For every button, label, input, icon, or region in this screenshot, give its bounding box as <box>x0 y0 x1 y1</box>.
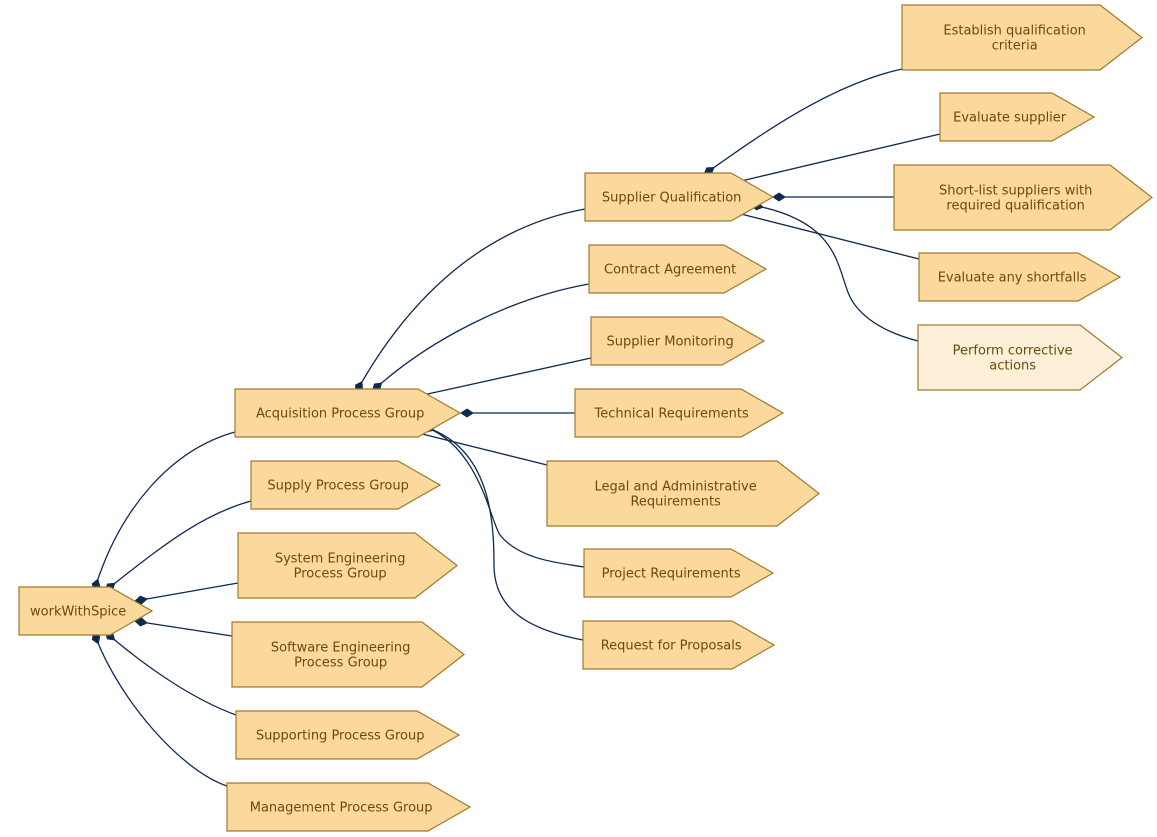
composition-diamond-acquisition-techreq <box>460 408 474 418</box>
node-shape-management <box>226 782 472 832</box>
edge-acquisition-to-projreq <box>427 427 585 568</box>
node-shape-corrective <box>917 324 1123 391</box>
node-shape-establish <box>901 4 1143 71</box>
edge-supqual-to-shortfalls <box>736 212 920 260</box>
node-label-contract-line-0: Contract Agreement <box>604 263 736 278</box>
node-shape-projreq <box>583 548 775 598</box>
node-shape-syseng <box>237 532 458 599</box>
node-label-shortlist-line-1: required qualification <box>946 199 1085 214</box>
node-rfp[interactable]: Request for Proposals <box>582 620 776 670</box>
node-label-supporting-line-0: Supporting Process Group <box>256 729 425 744</box>
edge-workWithSpice-to-supporting <box>109 635 237 716</box>
edge-supqual-to-establish <box>708 68 903 172</box>
node-label-projreq-line-0: Project Requirements <box>602 567 741 582</box>
node-shape-supqual <box>584 172 775 222</box>
edge-workWithSpice-to-supply <box>109 500 252 588</box>
node-label-corrective-line-0: Perform corrective <box>953 344 1073 359</box>
node-shape-supmon <box>590 316 766 366</box>
node-label-supqual-line-0: Supplier Qualification <box>602 191 742 206</box>
node-label-sweng-line-0: Software Engineering <box>271 641 410 656</box>
node-label-techreq-line-0: Technical Requirements <box>594 407 749 422</box>
node-acquisition[interactable]: Acquisition Process Group <box>234 388 462 438</box>
node-shape-legal <box>546 460 820 527</box>
node-label-syseng-line-0: System Engineering <box>275 552 406 567</box>
node-shape-contract <box>588 244 768 294</box>
node-shape-rfp <box>582 620 776 670</box>
edge-workWithSpice-to-management <box>95 637 228 787</box>
node-label-acquisition-line-0: Acquisition Process Group <box>256 407 424 422</box>
node-label-workWithSpice-line-0: workWithSpice <box>30 605 126 620</box>
node-shape-shortlist <box>893 164 1153 231</box>
node-contract[interactable]: Contract Agreement <box>588 244 768 294</box>
node-shape-sweng <box>231 621 465 688</box>
node-label-syseng-line-1: Process Group <box>294 567 387 582</box>
edge-supqual-to-evalsup <box>736 133 941 183</box>
edge-workWithSpice-to-sweng <box>140 621 233 637</box>
node-label-legal-line-1: Requirements <box>630 495 721 510</box>
edge-acquisition-to-supmon <box>413 357 592 398</box>
node-label-legal-line-0: Legal and Administrative <box>595 480 757 495</box>
node-label-shortfalls-line-0: Evaluate any shortfalls <box>938 271 1087 286</box>
edge-acquisition-to-legal <box>409 430 548 466</box>
node-shape-shortfalls <box>918 252 1122 302</box>
node-supqual[interactable]: Supplier Qualification <box>584 172 775 222</box>
node-shape-supply <box>250 460 442 510</box>
node-supporting[interactable]: Supporting Process Group <box>235 710 461 760</box>
node-techreq[interactable]: Technical Requirements <box>574 388 785 438</box>
node-shape-workWithSpice <box>18 586 154 636</box>
composition-diamond-supqual-shortlist <box>772 192 786 202</box>
node-label-evalsup-line-0: Evaluate supplier <box>953 111 1067 126</box>
edge-acquisition-to-supqual <box>358 208 586 388</box>
node-workWithSpice[interactable]: workWithSpice <box>18 586 154 636</box>
node-shape-acquisition <box>234 388 462 438</box>
node-label-management-line-0: Management Process Group <box>250 801 433 816</box>
node-supmon[interactable]: Supplier Monitoring <box>590 316 766 366</box>
node-shortfalls[interactable]: Evaluate any shortfalls <box>918 252 1122 302</box>
edge-acquisition-to-rfp <box>427 427 584 641</box>
node-label-corrective-line-1: actions <box>989 359 1036 374</box>
node-label-establish-line-1: criteria <box>992 39 1038 54</box>
node-shape-evalsup <box>939 92 1096 142</box>
node-label-supmon-line-0: Supplier Monitoring <box>607 335 734 350</box>
node-label-supply-line-0: Supply Process Group <box>267 479 408 494</box>
node-evalsup[interactable]: Evaluate supplier <box>939 92 1096 142</box>
node-label-establish-line-0: Establish qualification <box>943 24 1086 39</box>
node-projreq[interactable]: Project Requirements <box>583 548 775 598</box>
node-label-sweng-line-1: Process Group <box>294 656 387 671</box>
node-supply[interactable]: Supply Process Group <box>250 460 442 510</box>
edge-acquisition-to-contract <box>376 283 590 388</box>
node-shape-techreq <box>574 388 785 438</box>
node-label-shortlist-line-0: Short-list suppliers with <box>939 184 1092 199</box>
edges-layer <box>91 68 941 787</box>
edge-workWithSpice-to-syseng <box>140 582 239 601</box>
node-shape-supporting <box>235 710 461 760</box>
node-management[interactable]: Management Process Group <box>226 782 472 832</box>
node-label-rfp-line-0: Request for Proposals <box>601 639 742 654</box>
edge-supqual-to-corrective <box>756 205 919 342</box>
edge-workWithSpice-to-acquisition <box>95 431 236 586</box>
